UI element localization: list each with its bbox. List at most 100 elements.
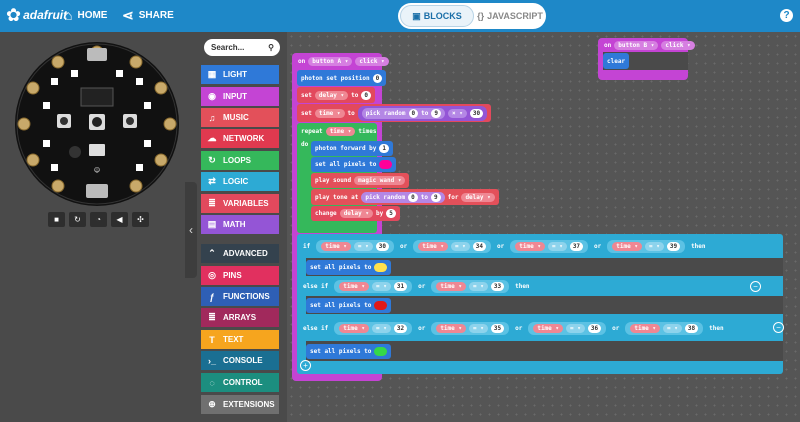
- category-music[interactable]: ♫ MUSIC: [201, 108, 279, 127]
- tone-random-from[interactable]: 0: [408, 192, 418, 202]
- change-var-dropdown[interactable]: delay ▾: [339, 209, 373, 218]
- category-pins[interactable]: ◎PINS: [201, 266, 279, 285]
- compare-10[interactable]: time ▾ = ▾ 38: [625, 321, 704, 335]
- top-bar: ✿ adafruit ⌂ HOME ⋖ SHARE ▣ BLOCKS {} JA…: [0, 0, 800, 32]
- text-icon: T: [209, 334, 215, 345]
- circuit-playground-board[interactable]: ☺: [13, 40, 181, 208]
- category-math[interactable]: ▤MATH: [201, 215, 279, 234]
- set-pixels-block-yellow[interactable]: set all pixels to: [306, 260, 392, 275]
- compare-9[interactable]: time ▾ = ▾ 36: [528, 321, 607, 335]
- category-label: ARRAYS: [223, 313, 257, 322]
- event-b-on: on: [604, 41, 612, 49]
- play-sound-label: play sound: [315, 177, 352, 184]
- compare-1[interactable]: time ▾ = ▾ 30: [316, 239, 395, 253]
- refresh-icon: ↻: [208, 155, 216, 165]
- collapse-simulator-button[interactable]: ‹: [185, 182, 197, 278]
- category-loops[interactable]: ↻LOOPS: [201, 151, 279, 170]
- share-button[interactable]: ⋖ SHARE: [122, 8, 174, 22]
- category-advanced[interactable]: ⌃ADVANCED: [201, 244, 279, 263]
- pick-random-to[interactable]: 9: [431, 108, 441, 118]
- set-delay-var-dropdown[interactable]: delay ▾: [314, 90, 349, 100]
- editor-toggle: ▣ BLOCKS {} JAVASCRIPT: [398, 3, 546, 29]
- restart-button[interactable]: ↻: [69, 212, 86, 227]
- category-logic[interactable]: ⇄LOGIC: [201, 172, 279, 191]
- tone-pick-random[interactable]: pick random 0 to 9: [361, 191, 445, 203]
- photon-set-value[interactable]: 0: [372, 73, 383, 83]
- category-label: FUNCTIONS: [223, 292, 270, 301]
- mute-button[interactable]: ◀: [111, 212, 128, 227]
- multiply-value[interactable]: 30: [469, 108, 484, 118]
- compare-5[interactable]: time ▾ = ▾ 31: [334, 279, 413, 293]
- stop-icon: ■: [54, 215, 59, 224]
- sound-dropdown[interactable]: magic wand ▾: [354, 176, 406, 185]
- color-swatch-yellow[interactable]: [374, 263, 388, 272]
- tone-var-dropdown[interactable]: delay ▾: [461, 192, 495, 202]
- event-a-button-dropdown[interactable]: button A ▾: [308, 56, 353, 66]
- multiply-operator-dropdown[interactable]: × ▾: [448, 108, 467, 118]
- blocks-tab[interactable]: ▣ BLOCKS: [400, 5, 474, 27]
- category-control[interactable]: ◌CONTROL: [201, 373, 279, 392]
- category-label: VARIABLES: [223, 199, 269, 208]
- category-extensions[interactable]: ⊕EXTENSIONS: [201, 395, 279, 414]
- event-b-event-dropdown[interactable]: click ▾: [661, 40, 695, 50]
- category-arrays[interactable]: ≣ARRAYS: [201, 308, 279, 327]
- color-swatch-magenta[interactable]: [379, 160, 393, 169]
- category-label: MATH: [223, 220, 246, 229]
- repeat-var-dropdown[interactable]: time ▾: [325, 126, 356, 136]
- category-input[interactable]: ◉INPUT: [201, 87, 279, 106]
- set-pixels-block-red[interactable]: set all pixels to: [306, 298, 392, 313]
- set-time-expression[interactable]: pick random 0 to 9 × ▾ 30: [357, 105, 488, 121]
- pick-random-block[interactable]: pick random 0 to 9: [361, 107, 445, 119]
- set-time-var-dropdown[interactable]: time ▾: [314, 108, 345, 118]
- fullscreen-button[interactable]: ✣: [132, 212, 149, 227]
- search-input[interactable]: Search... ⚲: [204, 39, 280, 56]
- change-value[interactable]: 5: [386, 209, 396, 218]
- set-time-block[interactable]: set time ▾ to pick random 0 to 9 × ▾ 30: [297, 104, 492, 122]
- color-swatch-red[interactable]: [374, 301, 388, 310]
- adafruit-logo[interactable]: ✿ adafruit: [6, 6, 67, 24]
- set-delay-value[interactable]: 0: [361, 90, 371, 100]
- home-button[interactable]: ⌂ HOME: [64, 8, 107, 22]
- add-else-button[interactable]: +: [300, 360, 311, 371]
- javascript-tab[interactable]: {} JAVASCRIPT: [476, 5, 544, 27]
- help-button[interactable]: ?: [780, 9, 793, 22]
- if-label: if: [303, 242, 311, 250]
- adafruit-flower-icon: ✿: [6, 5, 22, 25]
- compare-6[interactable]: time ▾ = ▾ 33: [431, 279, 510, 293]
- compare-8[interactable]: time ▾ = ▾ 35: [431, 321, 510, 335]
- dots-circle-icon: ◌: [209, 377, 215, 388]
- tone-random-to[interactable]: 9: [430, 192, 441, 202]
- photon-forward-value[interactable]: 1: [379, 144, 390, 153]
- color-swatch-green[interactable]: [374, 347, 388, 356]
- category-console[interactable]: ›_CONSOLE: [201, 351, 279, 370]
- compare-2[interactable]: time ▾ = ▾ 34: [413, 239, 492, 253]
- clear-block[interactable]: clear: [603, 53, 630, 69]
- compare-4[interactable]: time ▾ = ▾ 39: [607, 239, 686, 253]
- puzzle-icon: ▣: [412, 10, 421, 21]
- remove-else-if-button[interactable]: −: [750, 281, 761, 292]
- set-pixels-block-1[interactable]: set all pixels to: [311, 157, 397, 172]
- play-sound-block[interactable]: play sound magic wand ▾: [311, 173, 410, 188]
- pick-random-from[interactable]: 0: [408, 108, 419, 118]
- event-a-event-dropdown[interactable]: click ▾: [355, 56, 389, 66]
- category-network[interactable]: ☁NETWORK: [201, 129, 279, 148]
- play-tone-block[interactable]: play tone at pick random 0 to 9 for dela…: [311, 189, 499, 205]
- event-b-button-dropdown[interactable]: button B ▾: [614, 40, 659, 50]
- remove-else-if-button-2[interactable]: −: [773, 322, 784, 333]
- set-delay-block[interactable]: set delay ▾ to 0: [297, 87, 375, 103]
- photon-forward-block[interactable]: photon forward by 1: [311, 141, 394, 156]
- compare-3[interactable]: time ▾ = ▾ 37: [510, 239, 589, 253]
- photon-set-position-block[interactable]: photon set position 0: [297, 70, 387, 86]
- compare-7[interactable]: time ▾ = ▾ 32: [334, 321, 413, 335]
- set-pixels-block-green[interactable]: set all pixels to: [306, 344, 392, 359]
- change-delay-block[interactable]: change delay ▾ by 5: [311, 206, 400, 221]
- category-variables[interactable]: ≣VARIABLES: [201, 194, 279, 213]
- stop-button[interactable]: ■: [48, 212, 65, 227]
- headphones-icon: ♫: [208, 112, 216, 123]
- blocks-workspace[interactable]: on button B ▾ click ▾ clear on button A …: [287, 32, 800, 422]
- slowmo-button[interactable]: ◔: [90, 212, 107, 227]
- category-label: MUSIC: [223, 113, 249, 122]
- category-light[interactable]: ▦LIGHT: [201, 65, 279, 84]
